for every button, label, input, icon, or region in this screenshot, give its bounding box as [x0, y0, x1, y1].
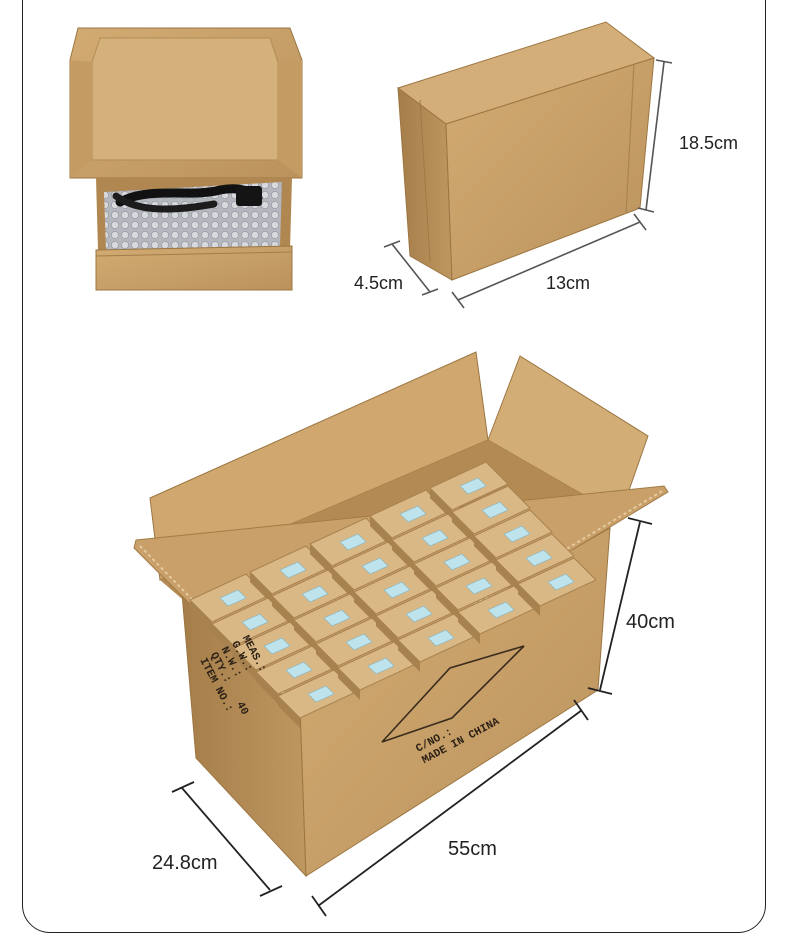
packed-box-label	[361, 557, 389, 575]
packed-box-label	[323, 609, 351, 627]
small-box-dimension-lines	[383, 59, 673, 309]
packed-box-label	[279, 561, 307, 579]
packed-box-label	[345, 633, 373, 651]
carton-width-label: 55cm	[448, 838, 497, 860]
packed-box-label	[465, 577, 493, 595]
packed-box-side	[436, 588, 458, 620]
packed-box-side	[256, 672, 278, 704]
small-box-height-label: 18.5cm	[679, 133, 739, 153]
carton-depth-label: 24.8cm	[152, 852, 218, 874]
packed-box-label	[241, 613, 269, 631]
packed-box-side	[496, 560, 518, 592]
carton-height-label: 40cm	[626, 611, 675, 633]
closed-mailer-box	[396, 21, 656, 281]
packed-box-label	[525, 549, 553, 567]
packed-box-side	[332, 568, 354, 600]
packed-box-label	[399, 505, 427, 523]
rounded-frame	[22, 0, 766, 933]
packed-box-label	[443, 553, 471, 571]
packed-box-label	[339, 533, 367, 551]
packed-box-label	[301, 585, 329, 603]
packed-box-label	[487, 601, 515, 619]
packed-box-side	[250, 572, 272, 604]
packed-box-label	[421, 529, 449, 547]
packed-box-label	[285, 661, 313, 679]
packed-box-label	[503, 525, 531, 543]
small-box-depth-label: 4.5cm	[354, 273, 404, 293]
side-print-qty-value: 40	[233, 700, 250, 717]
packed-box-side	[272, 596, 294, 628]
packed-box-side	[398, 640, 420, 672]
packed-box-label	[459, 477, 487, 495]
packed-box-side	[370, 516, 392, 548]
packed-box-label	[263, 637, 291, 655]
carton-dimension-lines	[171, 517, 653, 917]
packed-box-label	[307, 685, 335, 703]
packed-box-side	[294, 620, 316, 652]
packed-box-label	[367, 657, 395, 675]
packed-box-side	[310, 544, 332, 576]
packed-box-side	[414, 564, 436, 596]
packed-box-side	[452, 512, 474, 544]
packed-box-side	[518, 584, 540, 616]
packed-box-side	[278, 696, 300, 728]
small-box-width-label: 13cm	[546, 273, 591, 293]
packed-box-side	[392, 540, 414, 572]
packed-box-side	[338, 668, 360, 700]
packed-box-side	[354, 592, 376, 624]
packed-box-side	[458, 612, 480, 644]
packed-box-label	[219, 589, 247, 607]
packed-box-label	[383, 581, 411, 599]
packed-box-side	[234, 648, 256, 680]
packed-box-label	[427, 629, 455, 647]
packed-box-side	[190, 600, 212, 632]
packed-box-label	[481, 501, 509, 519]
packed-box-label	[547, 573, 575, 591]
packed-box-side	[430, 488, 452, 520]
open-mailer-box	[69, 27, 303, 291]
packed-product-boxes	[189, 461, 597, 728]
packed-box-side	[474, 536, 496, 568]
packed-box-side	[316, 644, 338, 676]
packed-box-side	[212, 624, 234, 656]
packed-box-side	[376, 616, 398, 648]
packed-box-label	[405, 605, 433, 623]
